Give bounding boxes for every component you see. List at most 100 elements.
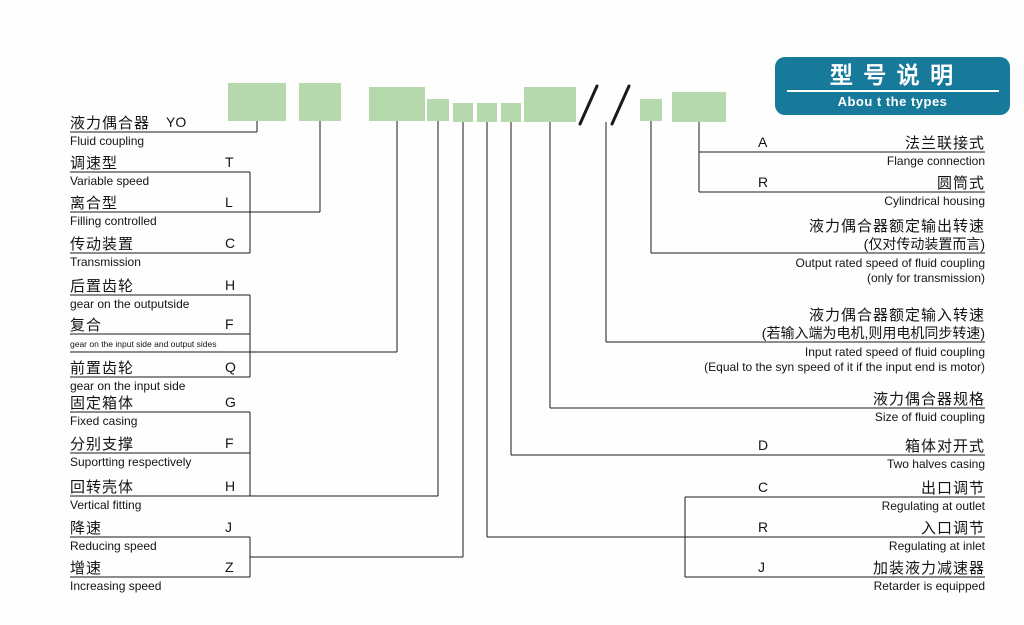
row-label-cn: 离合型 — [70, 195, 119, 212]
row-label-cn: 传动装置 — [70, 236, 135, 253]
code-box-coupling — [228, 83, 286, 121]
right-row-input-speed: 液力偶合器额定输入转速 (若输入端为电机,则用电机同步转速) Input rat… — [610, 304, 985, 384]
title-en: Abou t the types — [837, 94, 948, 109]
row-label-cn: 圆筒式 — [936, 175, 985, 192]
left-row-fluid-coupling: 液力偶合器 YO Fluid coupling — [70, 112, 430, 156]
row-label-cn: 前置齿轮 — [70, 360, 135, 377]
row-code-letter: A — [758, 134, 768, 150]
row-code-letter: C — [225, 235, 236, 251]
row-code-letter: H — [225, 277, 236, 293]
row-label-cn: 分别支撑 — [70, 436, 135, 453]
left-row-compound: 复合 F gear on the input side and output s… — [70, 314, 430, 358]
left-row-rotary-casing: 回转壳体 H Vertical fitting — [70, 476, 430, 520]
row-label-cn: 液力偶合器额定输出转速 — [808, 218, 985, 235]
row-label-en: Transmission — [70, 255, 141, 269]
row-label-en: Retarder is equipped — [873, 579, 985, 593]
row-code-letter: D — [758, 437, 769, 453]
title-badge: 型 号 说 明 Abou t the types — [775, 57, 1010, 115]
row-label-en-note: (only for transmission) — [866, 271, 985, 285]
row-code-letter: R — [758, 174, 769, 190]
row-label-en: gear on the input side — [70, 379, 186, 393]
row-label-en: Reducing speed — [70, 539, 157, 553]
left-row-variable-speed: 调速型 T Variable speed — [70, 152, 430, 196]
row-label-en: Fluid coupling — [70, 134, 145, 148]
row-code-letter: F — [225, 316, 234, 332]
row-label-en: gear on the input side and output sides — [70, 339, 217, 349]
right-row-size: 液力偶合器规格 Size of fluid coupling — [640, 388, 985, 432]
row-label-en: gear on the outputside — [70, 297, 190, 311]
code-box-two-halves — [501, 103, 521, 122]
row-code-letter: J — [225, 519, 232, 535]
left-row-fixed-casing: 固定箱体 G Fixed casing — [70, 392, 430, 436]
code-box-regulation — [477, 103, 497, 122]
row-label-en: Filling controlled — [70, 214, 157, 228]
row-label-en: Cylindrical housing — [884, 194, 985, 208]
left-row-transmission: 传动装置 C Transmission — [70, 233, 430, 277]
code-box-output-speed — [640, 99, 662, 121]
left-row-reducing-speed: 降速 J Reducing speed — [70, 517, 430, 561]
row-label-en: Variable speed — [70, 174, 150, 188]
title-divider — [786, 90, 999, 92]
right-row-cylindrical: R 圆筒式 Cylindrical housing — [640, 172, 985, 216]
code-box-type — [299, 83, 341, 121]
row-code-letter: J — [758, 559, 765, 575]
right-row-outlet: C 出口调节 Regulating at outlet — [640, 477, 985, 521]
row-code-letter: YO — [166, 114, 187, 130]
right-row-inlet: R 入口调节 Regulating at inlet — [640, 517, 985, 561]
left-row-gear-output: 后置齿轮 H gear on the outputside — [70, 275, 430, 319]
row-label-cn-note: (若输入端为电机,则用电机同步转速) — [761, 325, 985, 341]
code-box-size — [524, 87, 576, 122]
left-row-filling-controlled: 离合型 L Filling controlled — [70, 192, 430, 236]
row-code-letter: L — [225, 194, 233, 210]
left-row-supporting: 分别支撑 F Suportting respectively — [70, 433, 430, 477]
row-code-letter: C — [758, 479, 769, 495]
row-label-en: Input rated speed of fluid coupling — [804, 345, 985, 359]
row-label-cn: 调速型 — [70, 155, 119, 172]
row-label-en: Output rated speed of fluid coupling — [795, 256, 985, 270]
row-code-letter: Z — [225, 559, 234, 575]
row-label-en: Two halves casing — [886, 457, 985, 471]
row-code-letter: T — [225, 154, 234, 170]
code-box-speed-change — [453, 103, 473, 122]
right-row-flange: A 法兰联接式 Flange connection — [640, 132, 985, 176]
row-label-cn: 降速 — [70, 520, 103, 537]
row-label-cn: 加装液力减速器 — [872, 560, 985, 577]
row-label-cn: 入口调节 — [920, 520, 985, 537]
row-label-en: Regulating at inlet — [888, 539, 985, 553]
row-label-cn: 液力偶合器规格 — [872, 391, 985, 408]
row-label-cn: 回转壳体 — [70, 479, 135, 496]
row-label-cn: 固定箱体 — [70, 395, 135, 412]
row-code-letter: R — [758, 519, 769, 535]
code-box-housing — [672, 92, 726, 122]
right-row-output-speed: 液力偶合器额定输出转速 (仅对传动装置而言) Output rated spee… — [610, 215, 985, 295]
row-label-cn: 后置齿轮 — [70, 278, 135, 295]
left-row-increasing-speed: 增速 Z Increasing speed — [70, 557, 430, 601]
row-label-cn: 液力偶合器 — [70, 115, 151, 132]
row-label-en: Suportting respectively — [70, 455, 192, 469]
row-label-cn: 复合 — [70, 317, 103, 334]
code-box-casing — [427, 99, 449, 121]
row-code-letter: Q — [225, 359, 236, 375]
row-label-en: Fixed casing — [70, 414, 138, 428]
row-code-letter: G — [225, 394, 236, 410]
row-label-cn: 液力偶合器额定输入转速 — [808, 307, 985, 324]
row-code-letter: H — [225, 478, 236, 494]
row-label-en-note: (Equal to the syn speed of it if the inp… — [704, 360, 985, 374]
row-label-cn: 出口调节 — [920, 480, 985, 497]
row-label-cn: 增速 — [70, 560, 103, 577]
right-row-two-halves: D 箱体对开式 Two halves casing — [640, 435, 985, 479]
row-label-en: Increasing speed — [70, 579, 162, 593]
row-code-letter: F — [225, 435, 234, 451]
row-label-cn: 法兰联接式 — [904, 135, 985, 152]
title-cn: 型 号 说 明 — [829, 62, 956, 88]
right-row-retarder: J 加装液力减速器 Retarder is equipped — [640, 557, 985, 601]
row-label-en: Vertical fitting — [70, 498, 142, 512]
row-label-cn-note: (仅对传动装置而言) — [863, 236, 985, 252]
row-label-en: Size of fluid coupling — [874, 410, 985, 424]
row-label-cn: 箱体对开式 — [904, 438, 985, 455]
slash-separators — [578, 84, 631, 126]
left-row-gear-input: 前置齿轮 Q gear on the input side — [70, 357, 430, 401]
row-label-en: Flange connection — [886, 154, 985, 168]
code-box-gear — [369, 87, 425, 121]
